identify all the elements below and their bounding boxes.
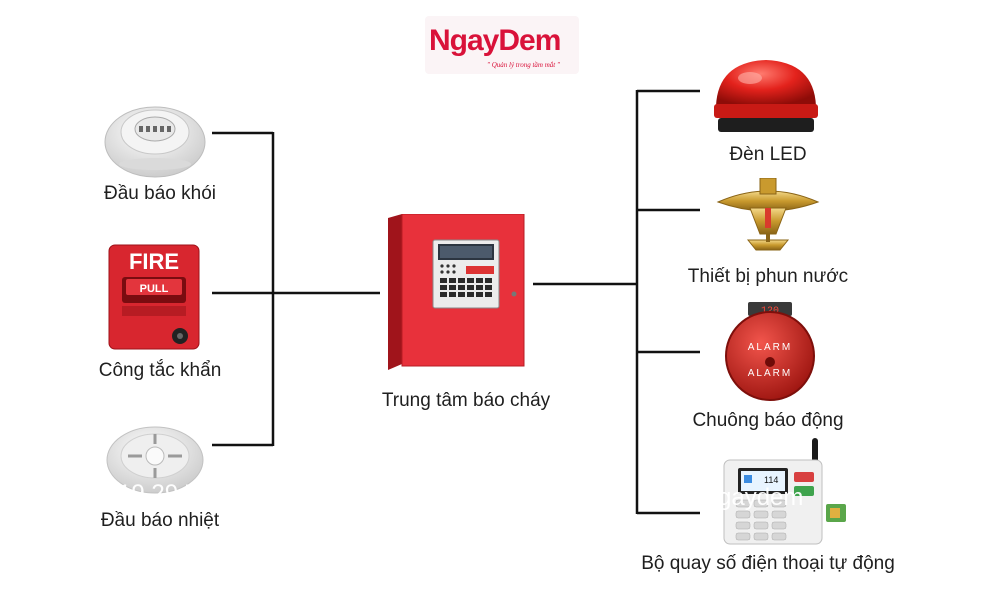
heat-detector-icon [106, 426, 204, 494]
label-led-light: Đèn LED [729, 144, 807, 165]
label-smoke-detector: Đầu báo khói [104, 183, 216, 204]
fire-alarm-panel-icon [388, 214, 525, 370]
logo-wordmark: NgayDem [429, 24, 561, 57]
bell-text-bottom: ALARM [748, 368, 792, 379]
alarm-bell-icon: 120 ALARM ALARM [725, 302, 815, 401]
auto-dialer-icon: 114 [723, 438, 846, 545]
smoke-detector-icon [104, 106, 206, 178]
label-auto-dialer: Bộ quay số điện thoại tự động [641, 553, 895, 574]
label-alarm-bell: Chuông báo động [692, 410, 844, 431]
brand-logo: NgayDem " Quản lý trong tầm mắt " [425, 16, 579, 74]
label-control-panel: Trung tâm báo cháy [381, 390, 551, 411]
label-heat-detector: Đầu báo nhiệt [100, 510, 220, 531]
pull-handle-text: PULL [140, 283, 169, 295]
watermark-left: 19 29 7 [118, 480, 199, 507]
logo-tagline: " Quản lý trong tầm mắt " [487, 61, 560, 69]
pull-station-sign: FIRE [129, 249, 179, 274]
label-pull-station: Công tắc khẩn [98, 360, 222, 381]
bell-text-top: ALARM [748, 342, 792, 353]
strobe-light-icon [714, 60, 818, 132]
sprinkler-icon [716, 178, 820, 251]
watermark-right: gaydem [718, 484, 804, 511]
dialer-screen-text: 114 [764, 475, 778, 485]
label-sprinkler: Thiết bị phun nước [687, 266, 849, 287]
fire-pull-station-icon: FIRE PULL [108, 244, 200, 350]
